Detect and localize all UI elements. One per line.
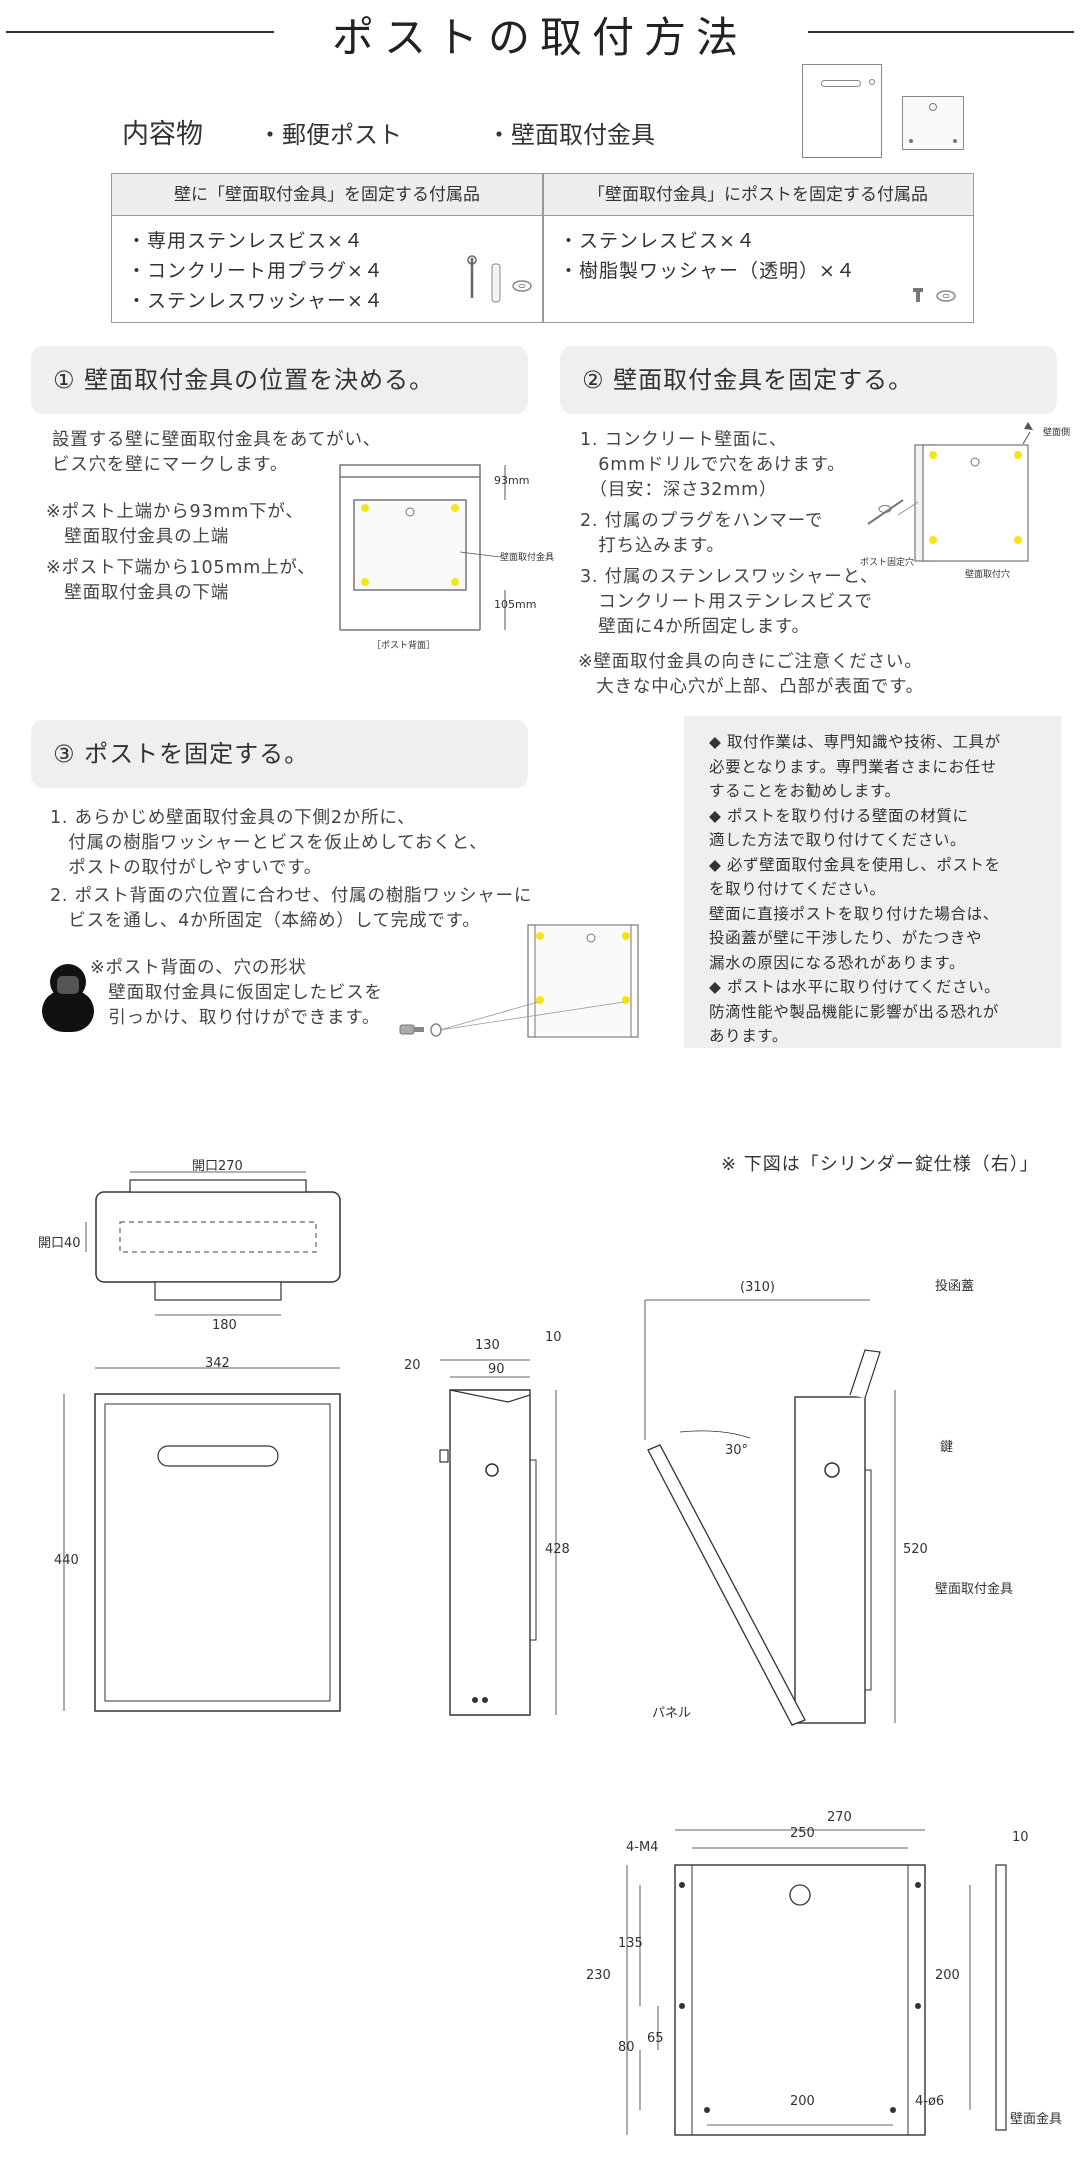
step1-figure-caption: ［ポスト背面］ [372, 641, 436, 651]
front-view-drawing [63, 1367, 341, 1712]
front-view-width: 342 [205, 1356, 230, 1371]
post-thumbnail-lock [869, 79, 875, 85]
page-title: ポストの取付方法 [331, 13, 748, 62]
warning-text: ◆ 取付作業は、専門知識や技術、工具が 必要となります。専門業者さまにお任せ す… [709, 733, 1001, 1045]
bracket-thumbnail-screw [953, 139, 957, 143]
accessories-table: 壁に「壁面取付金具」を固定する付属品 「壁面取付金具」にポストを固定する付属品 … [111, 173, 974, 323]
post-thumbnail-slot [821, 80, 861, 87]
top-view-opening-height: 開口40 [38, 1236, 81, 1251]
step2-text-1: 1. コンクリート壁面に、 6mmドリルで穴をあけます。 （目安：深さ32mm） [580, 430, 846, 500]
step1-heading: ① 壁面取付金具の位置を決める。 [31, 346, 528, 414]
step2-post-hole-label: ポスト固定穴 [860, 558, 915, 568]
top-view-drawing [85, 1171, 341, 1316]
bracket-dimension-drawing [626, 1829, 1007, 2136]
step3-text-1: 1. あらかじめ壁面取付金具の下側2か所に、 付属の樹脂ワッシャーとビスを仮止め… [50, 808, 488, 878]
step1-dim-top: 93mm [494, 474, 530, 487]
top-view-base-width: 180 [212, 1318, 237, 1333]
step3-text-2: 2. ポスト背面の穴位置に合わせ、付属の樹脂ワッシャーに ビスを通し、4か所固定… [50, 886, 533, 931]
step2-bracket-figure [867, 422, 1033, 562]
table-header-right: 「壁面取付金具」にポストを固定する付属品 [543, 174, 973, 216]
bracket-width-outer: 270 [827, 1810, 852, 1825]
bracket-height-small: 65 [647, 2031, 664, 2046]
bracket-thumbnail [902, 96, 964, 150]
open-view-panel-label: パネル [652, 1706, 692, 1721]
open-view-drawing [644, 1299, 896, 1726]
contents-item-bracket: ・壁面取付金具 [487, 121, 655, 149]
top-view-opening-width: 開口270 [192, 1159, 243, 1174]
step1-note-bottom: ※ポスト下端から105mm上が、 壁面取付金具の下端 [46, 558, 316, 603]
title-rule-left [6, 31, 274, 33]
side-view-lip: 20 [404, 1358, 421, 1373]
table-header-left: 壁に「壁面取付金具」を固定する付属品 [112, 174, 542, 216]
open-view-key-label: 鍵 [940, 1440, 954, 1455]
side-view-drawing [439, 1359, 557, 1716]
step1-bracket-label: 壁面取付金具 [500, 553, 555, 563]
title-rule-right [808, 31, 1074, 33]
open-view-width: (310) [740, 1280, 775, 1295]
drawing-note: ※ 下図は「シリンダー錠仕様（右）」 [721, 1154, 1039, 1175]
bracket-height-low: 80 [618, 2040, 635, 2055]
open-view-bracket-label: 壁面取付金具 [935, 1582, 1014, 1597]
step2-note: ※壁面取付金具の向きにご注意ください。 大きな中心穴が上部、凸部が表面です。 [578, 652, 924, 697]
side-view-height: 428 [545, 1542, 570, 1557]
table-item: ・ステンレスワッシャー×４ [127, 290, 384, 312]
step2-text-3: 3. 付属のステンレスワッシャーと、 コンクリート用ステンレスビスで 壁面に4か… [580, 567, 879, 637]
bracket-thickness: 10 [1012, 1830, 1029, 1845]
open-view-angle: 30° [725, 1443, 749, 1458]
side-view-depth: 130 [475, 1338, 500, 1353]
post-thumbnail [802, 64, 882, 158]
step2-text-2: 2. 付属のプラグをハンマーで 打ち込みます。 [580, 511, 824, 556]
open-view-height: 520 [903, 1542, 928, 1557]
bracket-caption: 壁面金具 [1010, 2112, 1063, 2127]
screw-washer-icons [913, 288, 956, 302]
table-item: ・ステンレスビス×４ [559, 230, 756, 252]
page-header: ポストの取付方法 [0, 0, 1080, 64]
side-view-top-thick: 10 [545, 1330, 562, 1345]
step2-mount-hole-label: 壁面取付穴 [965, 570, 1011, 580]
step3-heading: ③ ポストを固定する。 [31, 720, 528, 788]
bracket-thumbnail-hole [929, 103, 937, 111]
bracket-height-outer: 230 [586, 1968, 611, 1983]
bracket-height-right: 200 [935, 1968, 960, 1983]
step1-note-top: ※ポスト上端から93mm下が、 壁面取付金具の上端 [46, 502, 304, 547]
bracket-thumbnail-screw [909, 139, 913, 143]
step3-note: ※ポスト背面の、穴の形状 壁面取付金具に仮固定したビスを 引っかけ、取り付けがで… [90, 958, 383, 1028]
table-item: ・コンクリート用プラグ×４ [127, 260, 384, 282]
side-view-inner: 90 [488, 1362, 505, 1377]
bracket-holes-label: 4-ø6 [915, 2094, 945, 2109]
bracket-thread-label: 4-M4 [626, 1840, 659, 1855]
contents-label: 内容物 [122, 119, 203, 150]
step2-heading: ② 壁面取付金具を固定する。 [560, 346, 1057, 414]
step3-mount-figure [399, 924, 639, 1038]
step1-dim-bottom: 105mm [494, 598, 537, 611]
table-item: ・樹脂製ワッシャー（透明）×４ [559, 260, 856, 282]
screw-plug-washer-icons [467, 255, 532, 303]
table-right-items: ・ステンレスビス×４ ・樹脂製ワッシャー（透明）×４ [559, 226, 856, 286]
open-view-lid-label: 投函蓋 [935, 1279, 975, 1294]
step1-post-back-figure [339, 464, 506, 631]
step1-text: 設置する壁に壁面取付金具をあてがい、 ビス穴を壁にマークします。 [52, 430, 382, 475]
warning-box: ◆ 取付作業は、専門知識や技術、工具が 必要となります。専門業者さまにお任せ す… [684, 716, 1061, 1048]
keyhole-shape-icon [42, 964, 94, 1032]
table-item: ・専用ステンレスビス×４ [127, 230, 364, 252]
bracket-width-inner: 250 [790, 1826, 815, 1841]
table-left-items: ・専用ステンレスビス×４ ・コンクリート用プラグ×４ ・ステンレスワッシャー×４ [127, 226, 384, 316]
contents-item-post: ・郵便ポスト [258, 121, 402, 149]
front-view-height: 440 [54, 1553, 79, 1568]
table-divider [542, 174, 544, 322]
bracket-height-mid: 135 [618, 1936, 643, 1951]
bracket-width-bottom: 200 [790, 2094, 815, 2109]
step2-wall-side-label: 壁面側 [1043, 428, 1071, 438]
